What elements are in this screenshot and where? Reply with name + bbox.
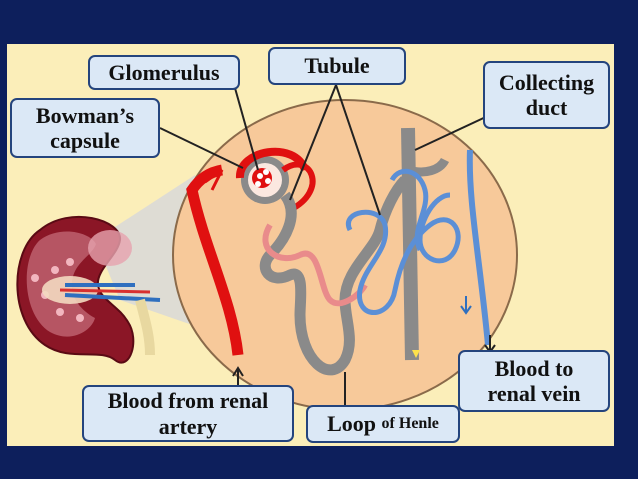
peritubular-capillary-pink: [262, 223, 368, 307]
label-blood-to-renal-vein: Blood to renal vein: [458, 350, 610, 412]
label-loop-of-henle: Loop of Henle: [306, 405, 460, 443]
label-glomerulus: Glomerulus: [88, 55, 240, 90]
label-bowmans-capsule: Bowman’s capsule: [10, 98, 160, 158]
label-collecting-duct: Collecting duct: [483, 61, 610, 129]
pointer-lines: [159, 84, 491, 405]
renal-vein-branch: [466, 149, 491, 346]
glomerulus-cluster: [236, 147, 316, 213]
label-tubule: Tubule: [268, 47, 406, 85]
renal-artery: [186, 164, 244, 356]
tubule: [259, 176, 410, 376]
label-blood-from-renal-artery: Blood from renal artery: [82, 385, 294, 442]
kidney-illustration: [16, 215, 161, 364]
